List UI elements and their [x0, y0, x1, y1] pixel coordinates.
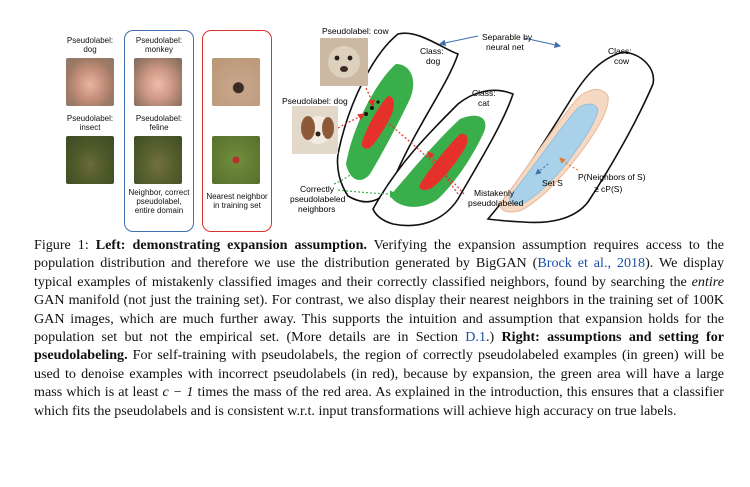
label-separable-2: neural net [486, 42, 524, 52]
label-separable-1: Separable by [482, 32, 533, 42]
label-mistakenly-1: Mistakenly [474, 188, 515, 198]
caption-text-3: GAN manifold (not just the training set)… [34, 292, 724, 346]
label-pseudolabel-dog: Pseudolabel: dog [282, 96, 348, 106]
col3-caption: Nearest neighbor in training set [206, 192, 268, 210]
caption-text-4: .) [486, 329, 502, 346]
monkey-neighbor-image [134, 58, 182, 106]
col2-top-label: Pseudolabel: monkey [135, 36, 183, 54]
caption-text-2: ). We display typical examples of mistak… [34, 255, 725, 290]
caption-text-1: Verifying the expansion assumption requi… [34, 237, 725, 272]
red-region-cat [419, 133, 468, 191]
label-correctly-3: neighbors [298, 204, 335, 214]
label-correctly-1: Correctly [300, 184, 335, 194]
label-class-cow-2: cow [614, 56, 630, 66]
cat-neighbor-image [134, 136, 182, 184]
label-class-cat-2: cat [478, 98, 490, 108]
red-region-dog [361, 96, 394, 149]
right-panel-diagram: Pseudolabel: cow Pseudolabel: dog Class:… [282, 26, 655, 227]
label-neighbors-1: P(Neighbors of S) [578, 172, 646, 182]
col1-top-label: Pseudolabel: dog [66, 36, 114, 54]
label-class-cat-1: Class: [472, 88, 496, 98]
label-class-dog-1: Class: [420, 46, 444, 56]
left-panel: Pseudolabel: dog Pseudolabel: insect Pse… [62, 30, 272, 232]
insect-sand-image [212, 58, 260, 106]
label-class-dog-2: dog [426, 56, 440, 66]
caption-text-5: For self-training with pseudolabels, the… [34, 347, 724, 401]
caption-right-heading: Right: assumptions and setting for pseud… [34, 329, 724, 364]
caption-left-heading: Left: demonstrating expansion assumption… [95, 237, 367, 253]
section-link[interactable]: D.1 [465, 329, 486, 346]
label-class-cow-1: Class: [608, 46, 632, 56]
cat-image [66, 136, 114, 184]
col1-bottom-label: Pseudolabel: insect [66, 114, 114, 132]
figure-caption: Figure 1: Left: demonstrating expansion … [34, 236, 724, 420]
col2-caption: Neighbor, correct pseudolabel, entire do… [128, 188, 190, 215]
caption-fig-label: Figure 1: [34, 237, 96, 253]
col2-bottom-label: Pseudolabel: feline [135, 114, 183, 132]
caption-entire: entire [691, 273, 724, 290]
label-neighbors-2: ≥ cP(S) [594, 184, 622, 194]
label-pseudolabel-cow: Pseudolabel: cow [322, 26, 389, 36]
citation-link[interactable]: Brock et al., 2018 [537, 255, 646, 272]
label-correctly-2: pseudolabeled [290, 194, 346, 204]
blue-set-s [509, 103, 599, 205]
red-group-box [202, 30, 272, 232]
monkey-image [66, 58, 114, 106]
ladybug-leaf-image [212, 136, 260, 184]
label-mistakenly-2: pseudolabeled [468, 198, 524, 208]
figure-1: Pseudolabel: dog Pseudolabel: insect Pse… [0, 0, 750, 232]
caption-text-6: times the mass of the red area. As expla… [34, 384, 724, 419]
blue-group-box [124, 30, 194, 232]
caption-math: c − 1 [162, 384, 194, 401]
label-set-s: Set S [542, 178, 563, 188]
